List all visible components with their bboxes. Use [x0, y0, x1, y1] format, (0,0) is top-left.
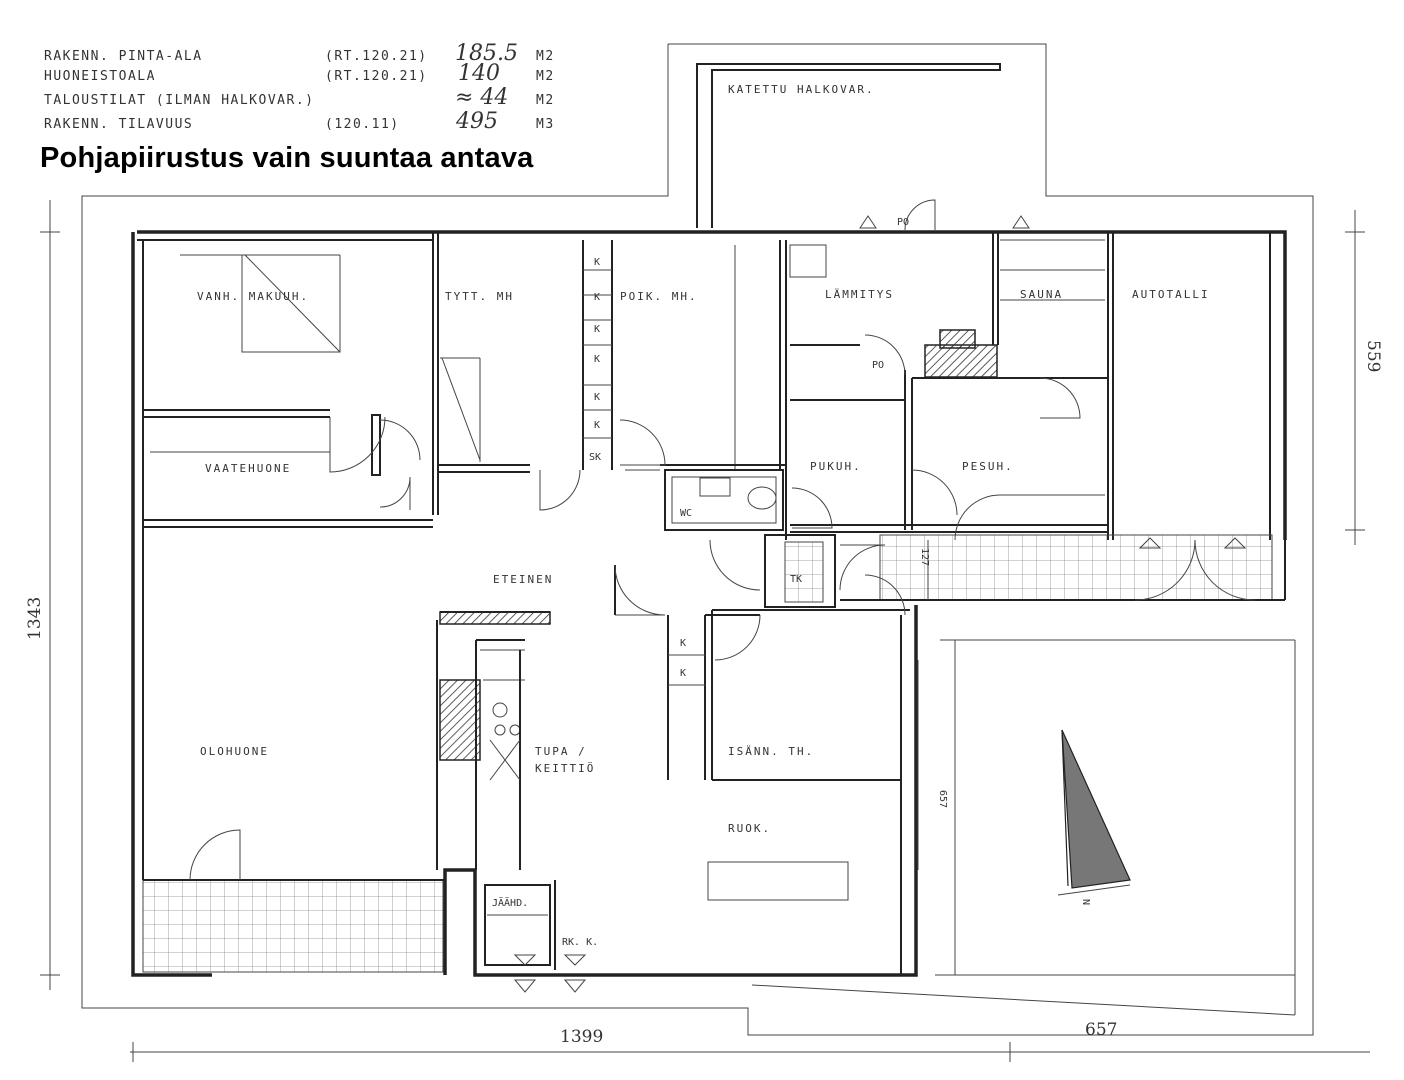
dimension-lines: 1399 657 1343 559 657 127	[25, 200, 1383, 1062]
dim-inner-vertical: 657	[937, 790, 948, 808]
closet-mark: K	[594, 354, 600, 365]
room-label-lammitys: LÄMMITYS	[825, 288, 894, 301]
room-label-olohuone: OLOHUONE	[200, 745, 269, 758]
interior-walls	[142, 232, 1286, 973]
closet-mark: K	[594, 420, 600, 431]
sauna-bench	[1000, 239, 1105, 301]
room-label-vanh-makuuh: VANH. MAKUUH.	[197, 290, 309, 303]
room-label-jaakaappi: JÄÄHD.	[492, 896, 528, 909]
room-label-katettu: KATETTU HALKOVAR.	[728, 83, 875, 96]
area-row2-value: 140	[458, 61, 500, 86]
area-row1-unit: M2	[536, 49, 555, 64]
plan-caption: Pohjapiirustus vain suuntaa antava	[40, 142, 534, 174]
closet-mark: K	[680, 638, 686, 649]
area-row3-label: TALOUSTILAT (ILMAN HALKOVAR.)	[44, 93, 314, 108]
room-label-eteinen: ETEINEN	[493, 573, 553, 586]
dim-bottom-right: 657	[1085, 1020, 1117, 1040]
room-label-wc: WC	[680, 508, 692, 519]
room-label-pesuh: PESUH.	[962, 460, 1014, 473]
room-label-keittio: KEITTIÖ	[535, 762, 595, 775]
closet-mark: SK	[589, 452, 601, 463]
closet-mark: K	[594, 392, 600, 403]
room-label-tytt-mh: TYTT. MH	[445, 290, 514, 303]
area-row4-label: RAKENN. TILAVUUS	[44, 117, 193, 132]
site-outline	[81, 43, 1314, 1036]
room-label-pukuh: PUKUH.	[810, 460, 862, 473]
dim-bottom-left: 1399	[560, 1027, 603, 1047]
dim-inner-small: 127	[919, 548, 930, 566]
area-row3-unit: M2	[536, 93, 555, 108]
area-row2-unit: M2	[536, 69, 555, 84]
north-arrow: N	[1057, 729, 1131, 905]
closet-mark: K	[594, 257, 600, 268]
area-row4-unit: M3	[536, 117, 555, 132]
room-label-tupa: TUPA /	[535, 745, 587, 758]
dim-left: 1343	[25, 597, 45, 640]
area-row1-value: 185.5	[455, 41, 518, 66]
area-row4-ref: (120.11)	[325, 117, 400, 132]
room-label-poik-mh: POIK. MH.	[620, 290, 698, 303]
north-label: N	[1082, 899, 1093, 905]
area-row2-label: HUONEISTOALA	[44, 69, 156, 84]
room-label-po-1: PO	[897, 217, 909, 228]
closet-mark: K	[680, 668, 686, 679]
room-label-autotalli: AUTOTALLI	[1132, 288, 1210, 301]
room-label-sauna: SAUNA	[1020, 288, 1063, 301]
room-label-ruok: RUOK.	[728, 822, 771, 835]
room-labels: VANH. MAKUUH. TYTT. MH POIK. MH. LÄMMITY…	[197, 217, 1210, 948]
area-row3-value: ≈ 44	[455, 85, 508, 110]
outer-walls	[131, 230, 1287, 977]
room-label-vaatehuone: VAATEHUONE	[205, 462, 291, 475]
entrance-markers	[513, 215, 1247, 993]
area-table: RAKENN. PINTA-ALA (RT.120.21) 185.5 M2 H…	[44, 41, 555, 134]
area-row1-ref: (RT.120.21)	[325, 49, 428, 64]
room-label-po-2: PO	[872, 360, 884, 371]
closet-marks: K K K K K K SK K K	[589, 257, 686, 679]
area-row2-ref: (RT.120.21)	[325, 69, 428, 84]
closet-mark: K	[594, 292, 600, 303]
area-row1-label: RAKENN. PINTA-ALA	[44, 49, 203, 64]
doors	[189, 199, 1256, 881]
room-label-rk-k: RK. K.	[562, 937, 598, 948]
room-label-isann-th: ISÄNN. TH.	[728, 745, 814, 758]
covered-wood-storage: KATETTU HALKOVAR.	[696, 63, 1001, 228]
dim-right: 559	[1363, 340, 1383, 372]
closet-mark: K	[594, 324, 600, 335]
room-label-tk: TK	[790, 574, 802, 585]
area-row4-value: 495	[455, 109, 498, 134]
